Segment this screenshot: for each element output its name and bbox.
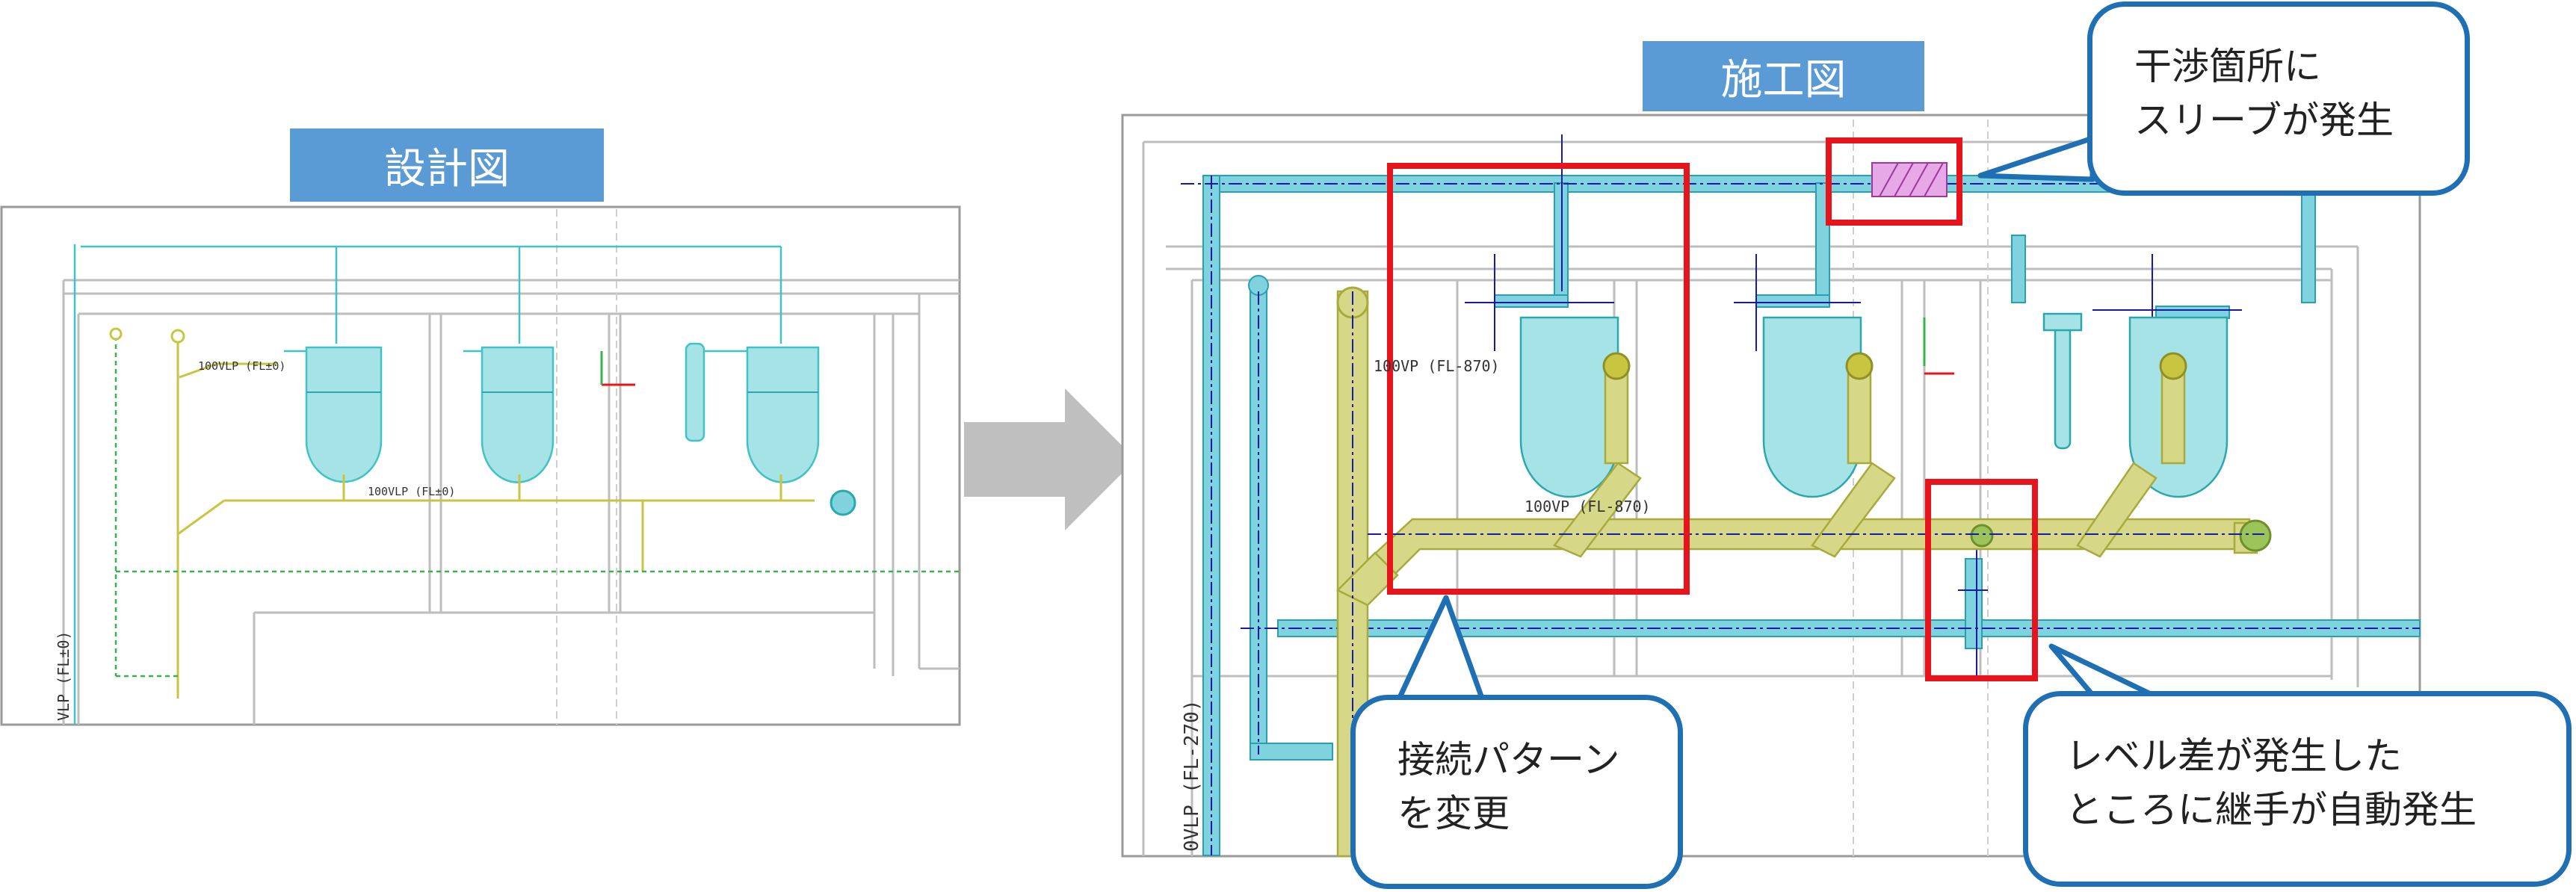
design-drawing-plan: 100VLP (FL±0) 100VLP (FL±0) VLP (FL±0) — [0, 205, 961, 726]
callout-pattern-line1: 接続パターン — [1397, 738, 1620, 781]
callout-level-line1: レベル差が発生した — [2066, 734, 2402, 778]
callout-level: レベル差が発生した ところに継手が自動発生 — [2023, 691, 2572, 887]
construction-riser-label: 0VLP (FL-270) — [1181, 700, 1203, 852]
callout-sleeve-line2: スリーブが発生 — [2134, 99, 2394, 142]
design-drawing-title: 設計図 — [290, 128, 604, 202]
design-riser-label: VLP (FL±0) — [55, 631, 72, 721]
construction-branch-pipe-label: 100VP (FL-870) — [1374, 357, 1500, 375]
transition-arrow — [964, 388, 1136, 530]
construction-main-pipe-label: 100VP (FL-870) — [1525, 498, 1651, 515]
callout-pattern: 接続パターン を変更 — [1350, 695, 1683, 889]
callout-sleeve: 干渉箇所に スリーブが発生 — [2087, 1, 2470, 196]
sleeve-highlight — [1826, 137, 1962, 226]
construction-drawing-title: 施工図 — [1643, 41, 1924, 111]
callout-pattern-line2: を変更 — [1397, 792, 1510, 835]
design-branch-pipe-label: 100VLP (FL±0) — [198, 359, 285, 373]
callout-level-line2: ところに継手が自動発生 — [2066, 788, 2477, 831]
pattern-change-highlight — [1387, 163, 1690, 595]
level-joint-highlight — [1925, 479, 2038, 681]
callout-sleeve-line1: 干渉箇所に — [2134, 45, 2321, 88]
design-main-pipe-label: 100VLP (FL±0) — [368, 485, 455, 498]
